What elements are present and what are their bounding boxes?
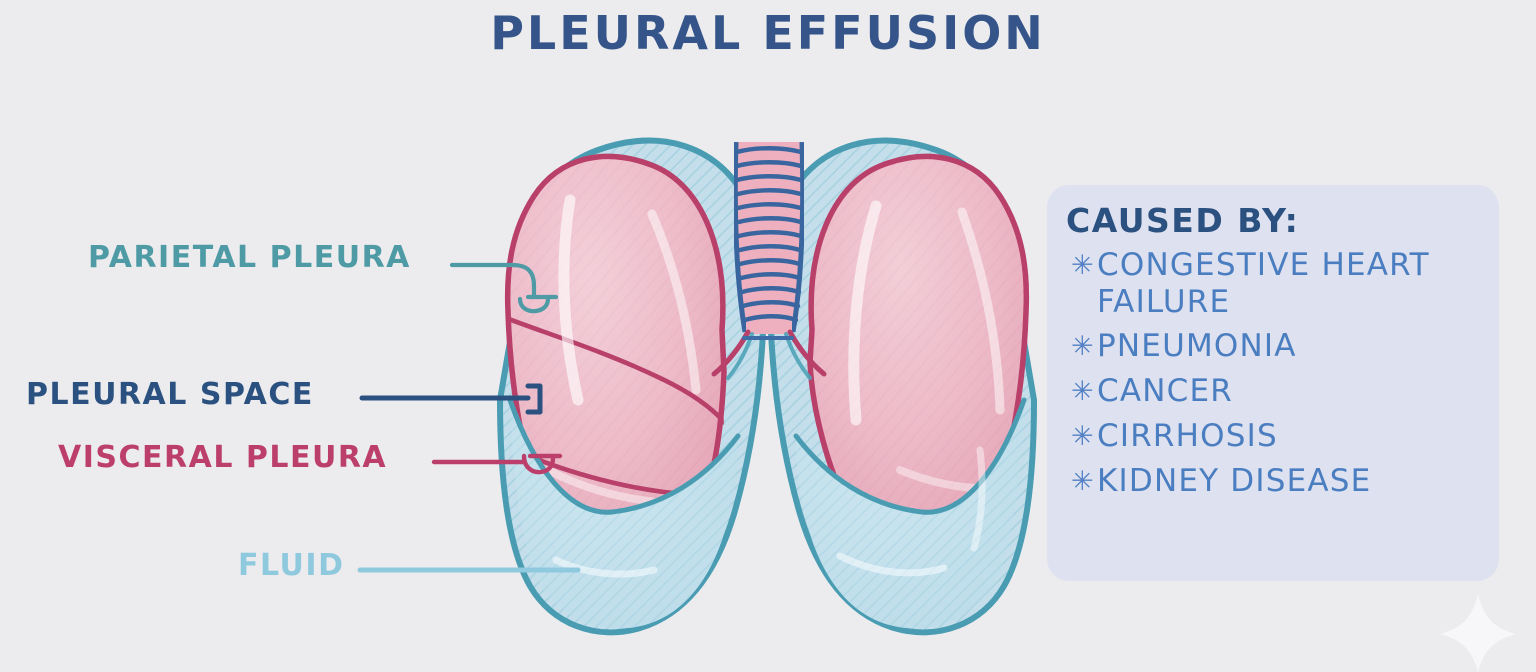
- cause-item: ✳CONGESTIVE HEART FAILURE: [1071, 247, 1491, 321]
- sparkle-icon: [1440, 594, 1516, 672]
- causes-heading: CAUSED BY:: [1066, 201, 1300, 240]
- left-parietal-pleura-line: [497, 137, 768, 636]
- trachea-right-border: [790, 141, 806, 333]
- causes-list: ✳CONGESTIVE HEART FAILURE✳PNEUMONIA✳CANC…: [1071, 247, 1491, 508]
- pleural-fluid-right: [793, 397, 1027, 629]
- asterisk-bullet-icon: ✳: [1071, 376, 1094, 407]
- asterisk-bullet-icon: ✳: [1071, 331, 1094, 362]
- cause-label: CIRRHOSIS: [1097, 418, 1278, 454]
- left-lung-horizontal-fissure: [507, 315, 724, 426]
- label-visceral-pleura: VISCERAL PLEURA: [58, 440, 388, 475]
- label-parietal-pleura: PARIETAL PLEURA: [88, 240, 411, 275]
- cause-label: CONGESTIVE HEART FAILURE: [1097, 247, 1430, 320]
- asterisk-bullet-icon: ✳: [1071, 250, 1094, 281]
- fluid-right-hatch: [796, 400, 1024, 629]
- label-pleural-space: PLEURAL SPACE: [26, 377, 314, 412]
- cause-item: ✳CANCER: [1071, 373, 1491, 411]
- asterisk-bullet-icon: ✳: [1071, 421, 1094, 452]
- cause-label: PNEUMONIA: [1097, 328, 1297, 364]
- left-lung: [504, 153, 727, 570]
- cause-item: ✳PNEUMONIA: [1071, 328, 1491, 366]
- cause-item: ✳KIDNEY DISEASE: [1071, 463, 1491, 501]
- trachea-rings: [734, 146, 804, 323]
- cause-label: CANCER: [1097, 373, 1234, 409]
- right-lung: [807, 153, 1030, 555]
- right-parietal-pleura-line: [766, 137, 1037, 636]
- leader-parietal-pleura: [449, 262, 559, 314]
- page-title: PLEURAL EFFUSION: [490, 6, 1046, 60]
- label-fluid: FLUID: [238, 548, 345, 583]
- trachea-left-border: [732, 141, 748, 333]
- leader-pleural-space: [359, 383, 543, 415]
- fluid-right-meniscus: [793, 397, 1027, 515]
- trachea: [711, 141, 827, 380]
- cause-item: ✳CIRRHOSIS: [1071, 418, 1491, 456]
- leader-visceral-pleura: [431, 453, 563, 475]
- asterisk-bullet-icon: ✳: [1071, 466, 1094, 497]
- cause-label: KIDNEY DISEASE: [1097, 463, 1372, 499]
- causes-panel: CAUSED BY: ✳CONGESTIVE HEART FAILURE✳PNE…: [1047, 185, 1499, 581]
